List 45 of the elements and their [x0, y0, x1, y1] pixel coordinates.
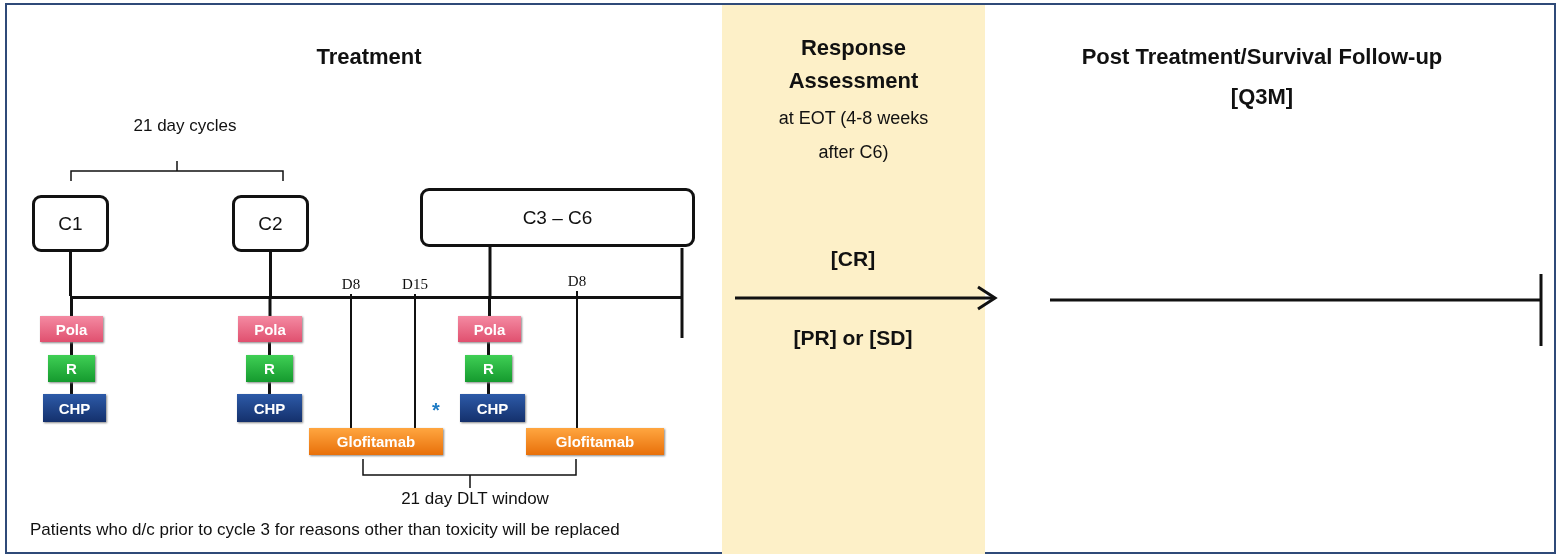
drug-box: R — [246, 355, 293, 382]
drug-box: Pola — [40, 316, 103, 342]
connector-line — [488, 299, 491, 316]
drug-box: Pola — [238, 316, 302, 342]
connector-line — [70, 382, 73, 394]
cycle-box: C3 – C6 — [420, 188, 695, 247]
drug-box: CHP — [460, 394, 525, 422]
footnote-mark: * — [432, 399, 440, 422]
connector-line — [268, 342, 271, 355]
note-text: 21 day cycles — [133, 116, 237, 136]
note-text: 21 day DLT window — [401, 489, 549, 509]
response-label: [PR] or [SD] — [793, 326, 913, 350]
section-heading: Treatment — [316, 44, 422, 70]
drug-box: CHP — [43, 394, 106, 422]
connector-line — [70, 299, 73, 316]
connector-line — [487, 342, 490, 355]
response-label: [CR] — [830, 247, 876, 271]
drug-box: Glofitamab — [309, 428, 443, 455]
connector-line — [69, 252, 72, 296]
connector-line — [414, 293, 416, 429]
drug-box: R — [48, 355, 95, 382]
connector-line — [487, 382, 490, 394]
connector-line — [269, 252, 272, 296]
timeline-axis — [70, 296, 682, 299]
footnote-text: Patients who d/c prior to cycle 3 for reasons other than toxicity will be replaced — [30, 520, 620, 540]
connector-line — [268, 299, 272, 316]
section-heading: Response Assessment — [787, 34, 920, 95]
connector-line — [350, 293, 352, 429]
section-heading: [Q3M] — [1230, 84, 1294, 110]
cycle-box: C2 — [232, 195, 309, 252]
cycle-box: C1 — [32, 195, 109, 252]
day-label: D8 — [562, 271, 592, 291]
drug-box: Pola — [458, 316, 521, 342]
connector-line — [70, 342, 73, 355]
day-label: D15 — [398, 274, 432, 294]
section-heading: Post Treatment/Survival Follow-up — [1081, 44, 1443, 70]
assessment-band — [722, 5, 985, 554]
connector-line — [268, 382, 271, 394]
connector-line — [488, 247, 492, 296]
drug-box: Glofitamab — [526, 428, 664, 455]
drug-box: R — [465, 355, 512, 382]
section-note: at EOT (4-8 weeks after C6) — [778, 107, 929, 165]
day-label: D8 — [336, 274, 366, 294]
drug-box: CHP — [237, 394, 302, 422]
connector-line — [576, 290, 578, 429]
